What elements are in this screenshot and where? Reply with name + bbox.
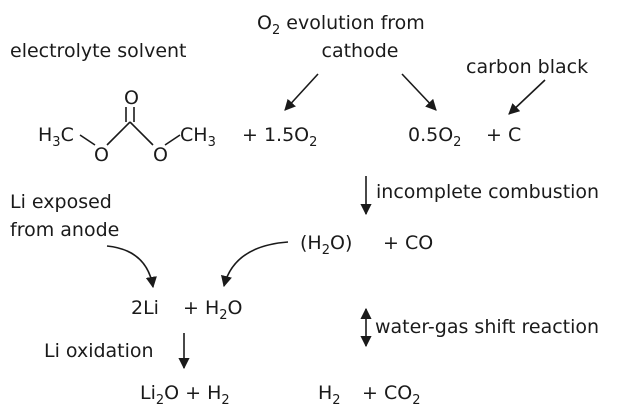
carbon-black-label: carbon black bbox=[466, 56, 589, 78]
bond-o-c-left bbox=[106, 121, 131, 146]
ether-oxygen-left: O bbox=[94, 144, 109, 166]
arrow-icon bbox=[284, 73, 319, 111]
water-product: (H2O) bbox=[300, 232, 353, 258]
h3c-group: H3C bbox=[38, 124, 74, 150]
ch3-group: CH3 bbox=[180, 124, 216, 150]
lithium-oxide-products: Li2O + H2 bbox=[140, 382, 230, 408]
carbon-dioxide-product: + CO2 bbox=[362, 382, 421, 408]
two-li: 2Li bbox=[131, 297, 159, 319]
incomplete-combustion-label: incomplete combustion bbox=[376, 181, 600, 203]
bond-o-ch3-right bbox=[164, 134, 181, 146]
ether-oxygen-right: O bbox=[153, 144, 168, 166]
li-oxidation-label: Li oxidation bbox=[44, 340, 154, 362]
arrow-icon bbox=[508, 79, 546, 115]
carbonyl-oxygen: O bbox=[124, 87, 139, 109]
li-exposed-label: Li exposed bbox=[10, 191, 112, 213]
curved-arrow-icon bbox=[221, 241, 289, 288]
half-oxygen: 0.5O2 bbox=[408, 124, 462, 150]
electrolyte-solvent-label: electrolyte solvent bbox=[10, 40, 187, 62]
arrow-icon bbox=[401, 73, 437, 111]
plus-water: + H2O bbox=[183, 297, 243, 323]
curved-arrow-icon bbox=[106, 245, 157, 289]
plus-co: + CO bbox=[383, 232, 434, 254]
hydrogen-product: H2 bbox=[318, 382, 341, 408]
plus-carbon: + C bbox=[486, 124, 522, 146]
bond-c-o-right bbox=[129, 121, 154, 146]
bond-ch3-o-left bbox=[79, 134, 96, 146]
water-gas-shift-label: water-gas shift reaction bbox=[375, 316, 600, 338]
oxygen-coefficient: + 1.5O2 bbox=[242, 124, 318, 150]
li-exposed-label-line2: from anode bbox=[10, 219, 120, 241]
o2-evolution-label: O2 evolution from bbox=[257, 12, 425, 38]
o2-evolution-label-line2: cathode bbox=[321, 40, 399, 62]
